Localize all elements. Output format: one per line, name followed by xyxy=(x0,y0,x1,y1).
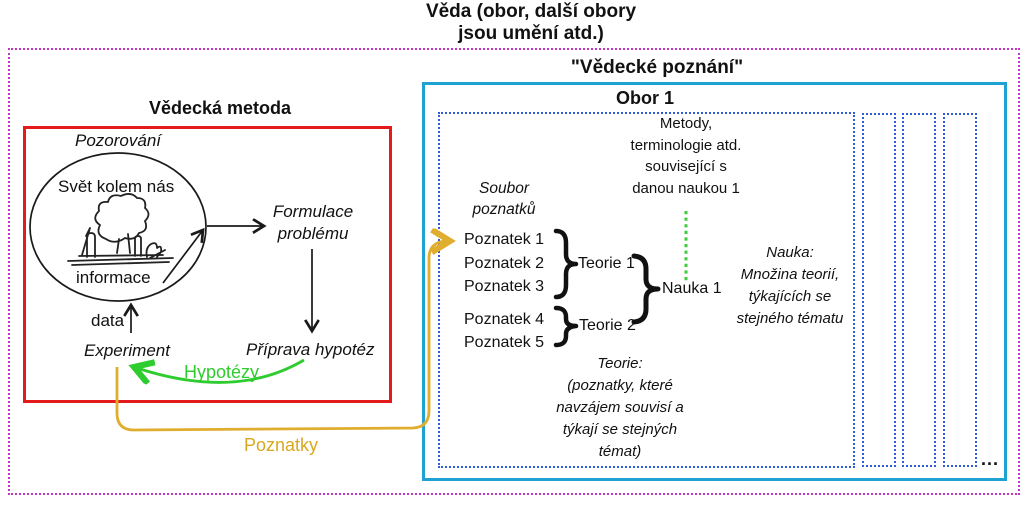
formulace-line1: Formulace xyxy=(272,202,354,221)
teorie-def-line: (poznatky, které xyxy=(567,377,673,394)
metody-line: související s xyxy=(645,158,727,175)
nauka-def-line: týkajících se xyxy=(748,288,832,305)
teorie1-label: Teorie 1 xyxy=(578,255,635,272)
page-title: Věda (obor, další obory jsou umění atd.) xyxy=(331,1,731,45)
formulace-label: Formulace problému xyxy=(253,201,373,245)
hypotezy-label: Hypotézy xyxy=(184,362,260,382)
method-title: Vědecká metoda xyxy=(148,98,292,118)
obor-strip-box-2 xyxy=(902,113,936,467)
teorie-definition: Teorie: (poznatky, které navzájem souvis… xyxy=(540,353,700,463)
world-label: Svět kolem nás xyxy=(58,177,175,196)
teorie-def-line: témat) xyxy=(598,443,642,460)
metody-line: danou naukou 1 xyxy=(632,179,740,197)
obor-strip-box-1 xyxy=(862,113,896,467)
information-label: informace xyxy=(76,268,151,287)
page-title-line2: jsou umění atd.) xyxy=(458,23,604,44)
knowledge-title: "Vědecké poznání" xyxy=(570,57,744,78)
observation-label: Pozorování xyxy=(75,131,161,150)
metody-line: Metody, xyxy=(659,115,713,132)
veda-outer-dotted-box xyxy=(8,48,1020,495)
teorie-def-line: navzájem souvisí a xyxy=(556,399,684,416)
nauka-def-line: stejného tématu xyxy=(736,310,844,327)
teorie2-label: Teorie 2 xyxy=(579,317,636,334)
page-title-line1: Věda (obor, další obory xyxy=(425,1,637,22)
soubor-line2: poznatků xyxy=(472,201,536,218)
poznatky-group2: Poznatek 4 Poznatek 5 xyxy=(464,308,544,354)
formulace-line2: problému xyxy=(277,224,349,243)
priprava-label: Příprava hypotéz xyxy=(246,340,375,359)
nauka1-label: Nauka 1 xyxy=(662,280,722,297)
obor1-title: Obor 1 xyxy=(615,88,674,108)
nauka-def-line: Množina teorií, xyxy=(740,266,840,283)
teorie-def-line: týkají se stejných xyxy=(562,421,678,438)
poznatky-group1: Poznatek 1 Poznatek 2 Poznatek 3 xyxy=(464,228,544,299)
data-label: data xyxy=(91,311,125,330)
poznatek-item: Poznatek 3 xyxy=(464,278,545,295)
soubor-line1: Soubor xyxy=(479,180,529,197)
poznatek-item: Poznatek 5 xyxy=(464,334,545,351)
nauka-def-line: Nauka: xyxy=(766,244,814,261)
metody-line: terminologie atd. xyxy=(630,136,742,154)
poznatek-item: Poznatek 2 xyxy=(464,254,545,272)
experiment-label: Experiment xyxy=(84,341,170,360)
poznatek-item: Poznatek 4 xyxy=(464,311,545,328)
metody-note: Metody, terminologie atd. související s … xyxy=(606,113,766,199)
soubor-label: Soubor poznatků xyxy=(454,178,554,220)
more-fields-ellipsis: ... xyxy=(981,449,1000,469)
poznatek-item: Poznatek 1 xyxy=(464,231,545,248)
poznatky-label: Poznatky xyxy=(244,435,319,455)
obor-strip-box-3 xyxy=(943,113,977,467)
nauka-definition: Nauka: Množina teorií, týkajících se ste… xyxy=(706,242,874,330)
teorie-def-line: Teorie: xyxy=(597,355,643,372)
